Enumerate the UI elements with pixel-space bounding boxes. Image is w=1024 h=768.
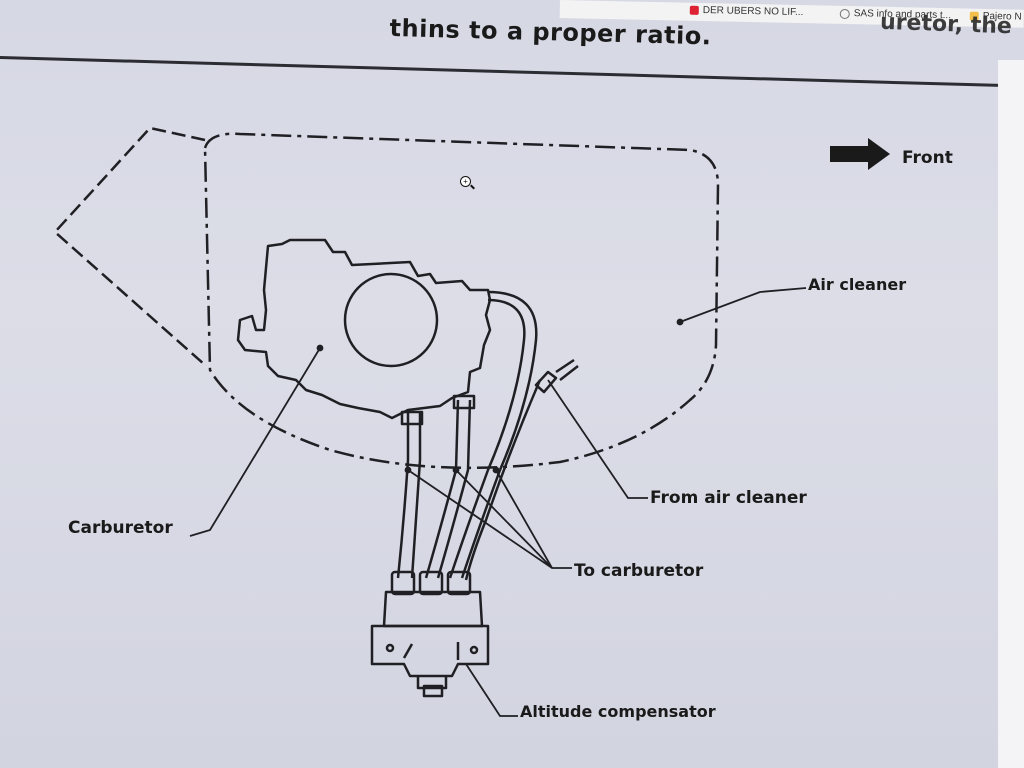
leader-dot [452, 466, 460, 474]
leader-dot [316, 344, 324, 352]
leader-dot [492, 466, 500, 474]
hose [410, 412, 422, 579]
leader-carburetor [189, 347, 321, 537]
mounting-hole [385, 643, 395, 653]
to-carburetor-label: To carburetor [574, 561, 704, 581]
hose [448, 298, 526, 579]
compensator-nut [422, 684, 444, 698]
hose [460, 290, 538, 579]
compensator-port [390, 570, 416, 596]
leader-altitude-compensator [465, 663, 518, 717]
carburetor-body [236, 238, 492, 420]
carburetor-label: Carburetor [68, 518, 173, 538]
monitor-bezel [998, 60, 1024, 768]
leader-from-air-cleaner [547, 379, 648, 499]
body-outline [53, 126, 206, 366]
compensator-stem [416, 676, 448, 690]
hose-connector [452, 394, 476, 410]
mounting-hole [469, 645, 479, 655]
air-nipple [534, 358, 579, 394]
carburetor-throat [343, 272, 439, 368]
zoom-in-cursor-icon: + [460, 176, 471, 187]
front-arrow-icon [830, 138, 890, 170]
leader-dot [404, 466, 412, 474]
hose [424, 399, 460, 579]
hose-connector [400, 410, 424, 426]
air-cleaner-label: Air cleaner [808, 275, 907, 294]
hose [396, 412, 410, 579]
air-cleaner-outline [203, 132, 720, 470]
hose [436, 399, 472, 579]
leader-dot [676, 318, 684, 326]
altitude-compensator-label: Altitude compensator [520, 702, 716, 721]
front-label: Front [902, 148, 953, 168]
compensator-flange [370, 624, 490, 678]
leader-to-carburetor [407, 469, 572, 569]
compensator-port [418, 570, 444, 596]
compensator-port [446, 570, 472, 596]
leader-air-cleaner [679, 287, 807, 323]
hose [464, 379, 542, 581]
from-air-cleaner-label: From air cleaner [650, 488, 807, 508]
compensator-mark [402, 643, 414, 659]
compensator-body [382, 590, 484, 628]
